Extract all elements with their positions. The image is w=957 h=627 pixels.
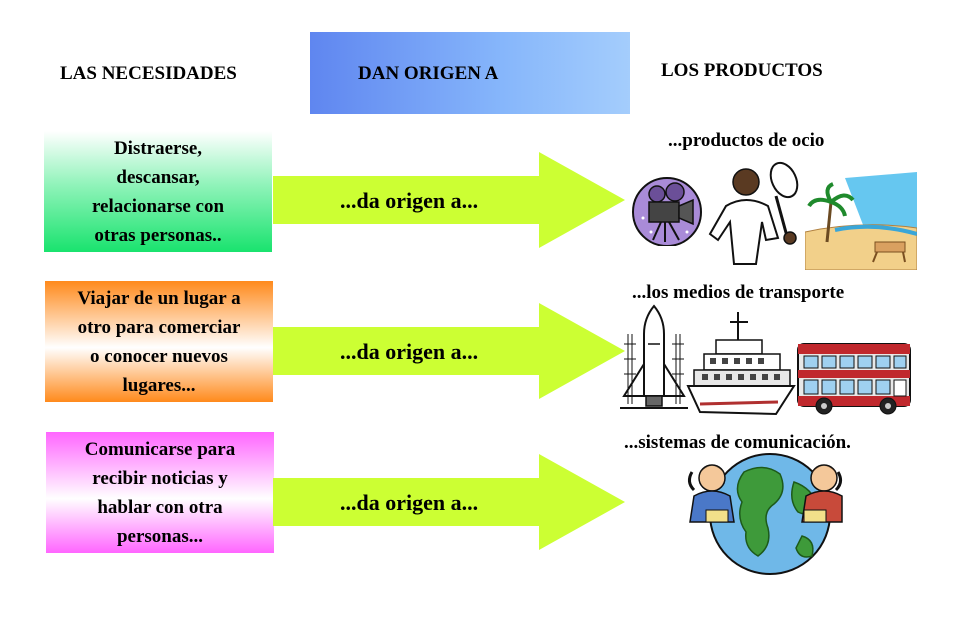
bus-icon: [797, 343, 911, 415]
need-line: hablar con otra: [97, 496, 223, 518]
beach-icon: [805, 172, 917, 270]
header-necesidades: LAS NECESIDADES: [60, 63, 237, 84]
arrow-shape: [273, 303, 625, 399]
need-line: recibir noticias y: [92, 467, 228, 489]
arrow-shape: [273, 152, 625, 248]
arrow-1: [273, 152, 625, 248]
arrow-label-1: ...da origen a...: [340, 188, 479, 213]
need-line: Comunicarse para: [84, 438, 236, 460]
need-line: lugares...: [122, 374, 196, 396]
arrow-label-2: ...da origen a...: [340, 339, 479, 364]
header-productos: LOS PRODUCTOS: [661, 60, 823, 81]
need-line: o conocer nuevos: [90, 345, 228, 367]
need-box-travel: Viajar de un lugar a otro para comerciar…: [45, 281, 273, 402]
need-line: otro para comerciar: [77, 316, 241, 338]
need-line: descansar,: [116, 166, 200, 188]
need-line: relacionarse con: [91, 195, 225, 217]
arrow-3: [273, 454, 625, 550]
ship-icon: [686, 312, 796, 416]
header-dan-origen-box: [310, 32, 630, 114]
need-box-communication: Comunicarse para recibir noticias y habl…: [46, 432, 274, 553]
product-title-ocio: ...productos de ocio: [668, 130, 825, 151]
product-title-transporte: ...los medios de transporte: [632, 282, 845, 303]
need-line: Distraerse,: [113, 137, 203, 159]
film-camera-icon: [632, 177, 702, 246]
tennis-player-icon: [708, 161, 799, 265]
need-line: personas...: [116, 525, 204, 547]
header-dan-origen: DAN ORIGEN A: [358, 63, 499, 84]
space-shuttle-icon: [620, 304, 688, 409]
need-line: Viajar de un lugar a: [77, 287, 241, 309]
need-line: otras personas..: [94, 224, 222, 246]
arrow-shape: [273, 454, 625, 550]
arrow-label-3: ...da origen a...: [340, 490, 479, 515]
need-box-leisure: Distraerse, descansar, relacionarse con …: [44, 131, 272, 252]
globe-with-telephones-icon: [687, 453, 843, 575]
arrow-2: [273, 303, 625, 399]
product-title-comunicacion: ...sistemas de comunicación.: [624, 432, 851, 453]
